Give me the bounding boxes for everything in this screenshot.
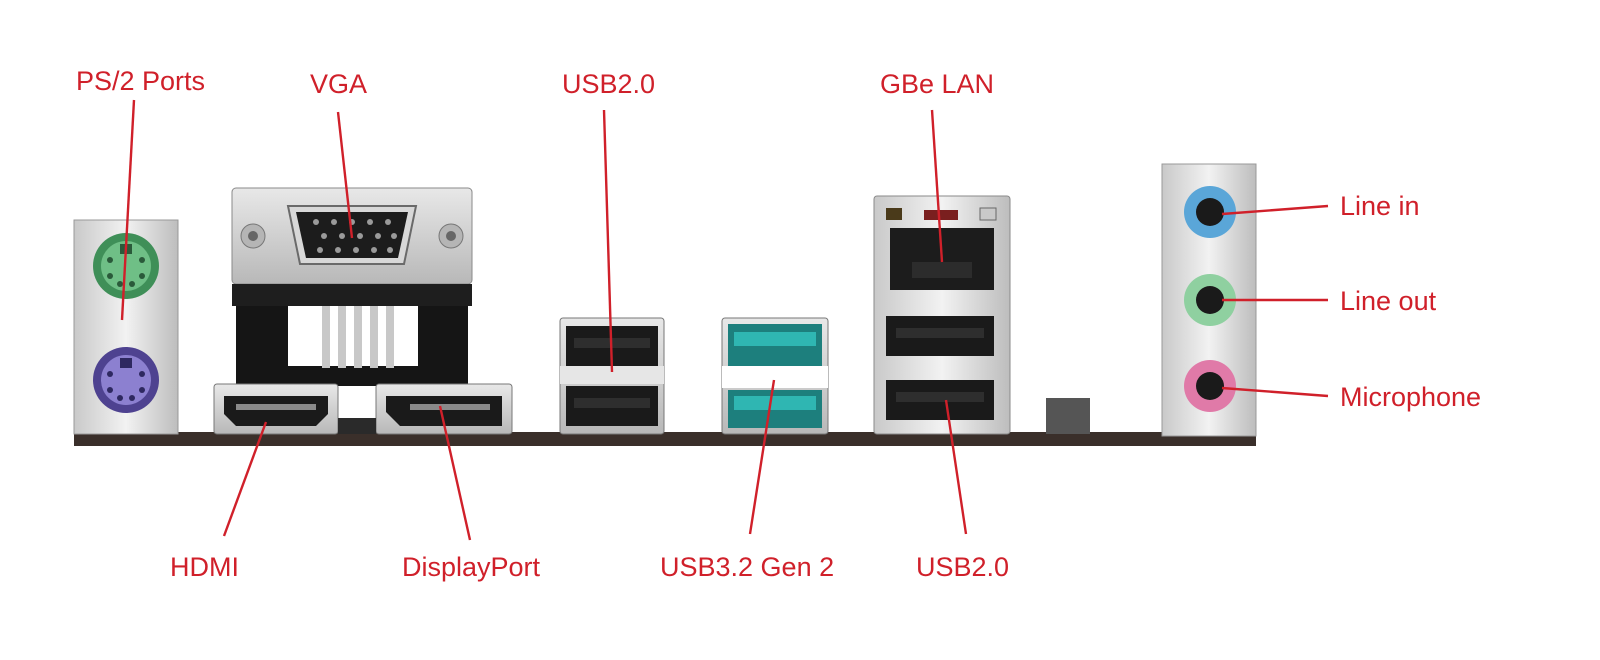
- usb-port-icon: [886, 380, 994, 420]
- ps2-ports: [73, 219, 179, 435]
- displayport-icon: [338, 383, 513, 435]
- leader-gbe-lan: [930, 109, 944, 263]
- leader-usb32: [748, 379, 776, 535]
- usb-port-icon: [566, 386, 658, 426]
- usb-port-icon: [728, 390, 822, 428]
- leader-usb20-bottom: [944, 399, 968, 535]
- label-ps2-ports: PS/2 Ports: [76, 66, 205, 96]
- leader-vga: [336, 111, 354, 239]
- label-usb20-bottom: USB2.0: [916, 552, 1009, 582]
- usb32-stack: [721, 317, 829, 435]
- label-line-in: Line in: [1340, 191, 1420, 221]
- leader-displayport: [438, 405, 472, 541]
- audio-jack-icon: [1184, 360, 1236, 412]
- leader-lines: [120, 99, 1329, 541]
- label-microphone: Microphone: [1340, 382, 1481, 412]
- leader-usb20-top: [602, 109, 614, 373]
- label-displayport: DisplayPort: [402, 552, 541, 582]
- ps2-mouse-port-icon: [93, 347, 159, 413]
- leader-ps2: [120, 99, 136, 321]
- pcb-edge: [74, 432, 1256, 446]
- label-gbe-lan: GBe LAN: [880, 69, 994, 99]
- audio-jack-icon: [1184, 186, 1236, 238]
- label-line-out: Line out: [1340, 286, 1437, 316]
- label-hdmi: HDMI: [170, 552, 239, 582]
- leader-microphone: [1221, 386, 1329, 398]
- usb-port-icon: [728, 324, 822, 366]
- leader-line-in: [1221, 204, 1329, 216]
- usb20-stack-left: [559, 317, 665, 435]
- usb-port-icon: [886, 316, 994, 356]
- hdmi-port-icon: [213, 383, 339, 435]
- label-usb20-top: USB2.0: [562, 69, 655, 99]
- label-vga: VGA: [310, 69, 367, 99]
- labels: PS/2 Ports VGA USB2.0 GBe LAN Line in Li…: [76, 66, 1481, 582]
- leader-hdmi: [222, 421, 268, 537]
- lan-usb-stack: [873, 195, 1011, 435]
- chip: [1046, 398, 1090, 434]
- audio-jack-icon: [1184, 274, 1236, 326]
- label-usb32-gen2: USB3.2 Gen 2: [660, 552, 834, 582]
- vga-port-icon: [231, 187, 473, 386]
